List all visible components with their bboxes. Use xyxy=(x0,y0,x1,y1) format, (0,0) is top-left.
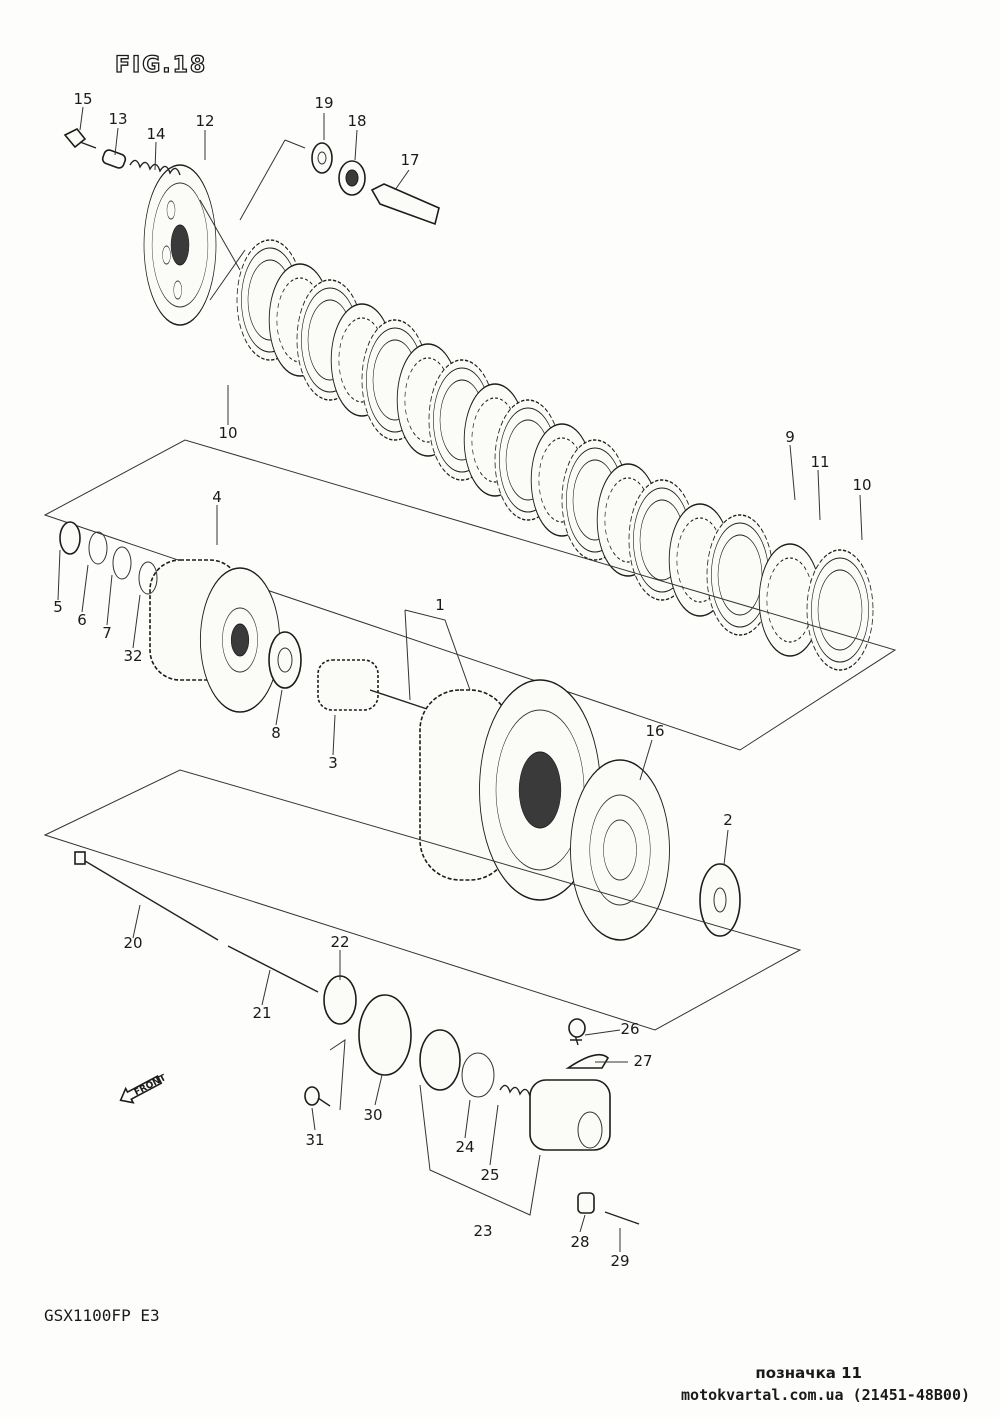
callout-24: 24 xyxy=(455,1138,474,1156)
callout-26: 26 xyxy=(620,1020,639,1038)
callout-14: 14 xyxy=(146,125,165,143)
callout-6: 6 xyxy=(77,611,87,629)
clutch-release-group xyxy=(304,975,640,1225)
callout-27: 27 xyxy=(633,1052,652,1070)
callout-30: 30 xyxy=(363,1106,382,1124)
model-code: GSX1100FP E3 xyxy=(44,1306,160,1325)
callout-20: 20 xyxy=(123,934,142,952)
callout-25: 25 xyxy=(480,1166,499,1184)
callout-5: 5 xyxy=(53,598,63,616)
callout-28: 28 xyxy=(570,1233,589,1251)
callout-10-right: 10 xyxy=(852,476,871,494)
front-label: FRONT xyxy=(133,1073,169,1098)
callout-31: 31 xyxy=(305,1131,324,1149)
clutch-plate-stack xyxy=(43,234,897,751)
sleeve-hub-group xyxy=(59,521,302,713)
footer-mark: позначка 11 xyxy=(755,1364,862,1382)
callout-9: 9 xyxy=(785,428,795,446)
callout-13: 13 xyxy=(108,110,127,128)
callout-17: 17 xyxy=(400,151,419,169)
callout-18: 18 xyxy=(347,112,366,130)
footer-source: motokvartal.com.ua (21451-48B00) xyxy=(681,1386,970,1404)
callout-7: 7 xyxy=(102,624,112,642)
pressure-plate-group xyxy=(63,127,440,326)
callout-29: 29 xyxy=(610,1252,629,1270)
callout-21: 21 xyxy=(252,1004,271,1022)
push-rod-group xyxy=(74,851,319,993)
callout-3: 3 xyxy=(328,754,338,772)
callout-15: 15 xyxy=(73,90,92,108)
callout-23: 23 xyxy=(473,1222,492,1240)
callout-4: 4 xyxy=(212,488,222,506)
callout-10-left: 10 xyxy=(218,424,237,442)
primary-driven-gear-group xyxy=(43,609,802,1031)
callout-16: 16 xyxy=(645,722,664,740)
callout-11: 11 xyxy=(810,453,829,471)
callout-12: 12 xyxy=(195,112,214,130)
callout-22: 22 xyxy=(330,933,349,951)
figure-title: FIG.18 xyxy=(115,53,207,78)
callout-labels: 1 2 3 4 5 6 7 8 9 10 10 11 12 13 14 15 1… xyxy=(53,90,871,1270)
callout-19: 19 xyxy=(314,94,333,112)
callout-32: 32 xyxy=(123,647,142,665)
callout-2: 2 xyxy=(723,811,733,829)
callout-8: 8 xyxy=(271,724,281,742)
leader-lines xyxy=(57,106,863,1252)
callout-1: 1 xyxy=(435,596,445,614)
front-direction-arrow: FRONT xyxy=(119,1073,169,1104)
